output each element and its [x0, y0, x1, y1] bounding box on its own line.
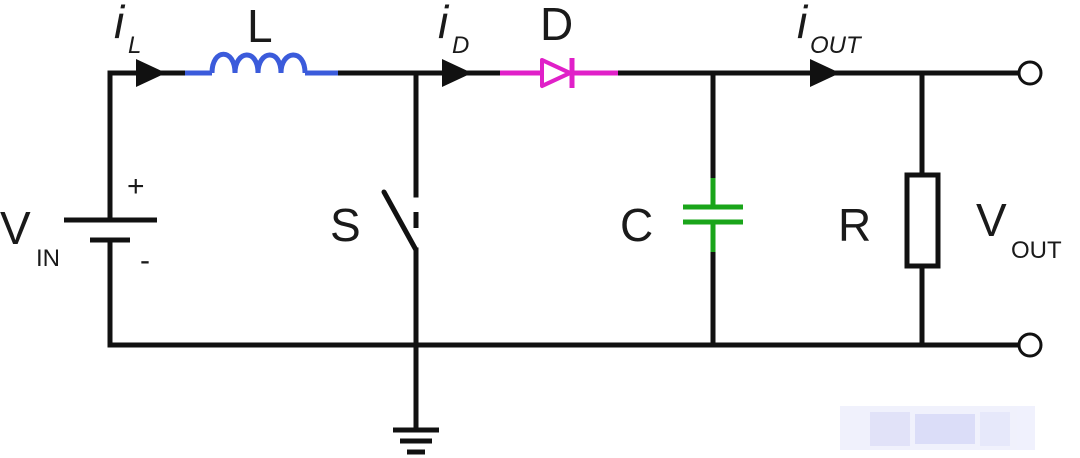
battery: [64, 217, 157, 243]
il-label: i: [114, 0, 126, 48]
blurred-watermark: [840, 406, 1035, 450]
output-terminal-top-icon: [1017, 60, 1043, 86]
wires: [107, 70, 1021, 433]
output-terminal-bottom-icon: [1017, 332, 1043, 358]
diode: [500, 58, 618, 88]
resistor: [904, 172, 941, 269]
inductor-coil: [209, 51, 308, 74]
vin-subscript: IN: [36, 245, 60, 272]
vout-subscript: OUT: [1011, 237, 1062, 264]
capacitor: [683, 178, 743, 252]
inductor: [185, 51, 338, 76]
switch: [381, 189, 419, 253]
switch-blade: [381, 189, 419, 253]
il-subscript: L: [128, 32, 141, 59]
iout-arrow-icon: [810, 59, 840, 87]
vout-label: V: [976, 194, 1007, 246]
resistor-label: R: [838, 199, 871, 251]
id-arrow-icon: [442, 59, 472, 87]
iout-subscript: OUT: [810, 32, 863, 59]
id-label: i: [438, 0, 450, 48]
id-subscript: D: [452, 32, 469, 59]
minus-sign: -: [140, 244, 150, 277]
plus-sign: +: [127, 170, 145, 203]
iout-label: i: [797, 0, 809, 48]
diode-triangle: [540, 58, 572, 88]
vin-label: V: [0, 202, 31, 254]
inductor-label: L: [247, 0, 273, 52]
capacitor-label: C: [620, 199, 653, 251]
il-arrow-icon: [136, 59, 166, 87]
diode-label: D: [540, 0, 573, 50]
ground-icon: [393, 427, 439, 455]
switch-label: S: [330, 199, 361, 251]
